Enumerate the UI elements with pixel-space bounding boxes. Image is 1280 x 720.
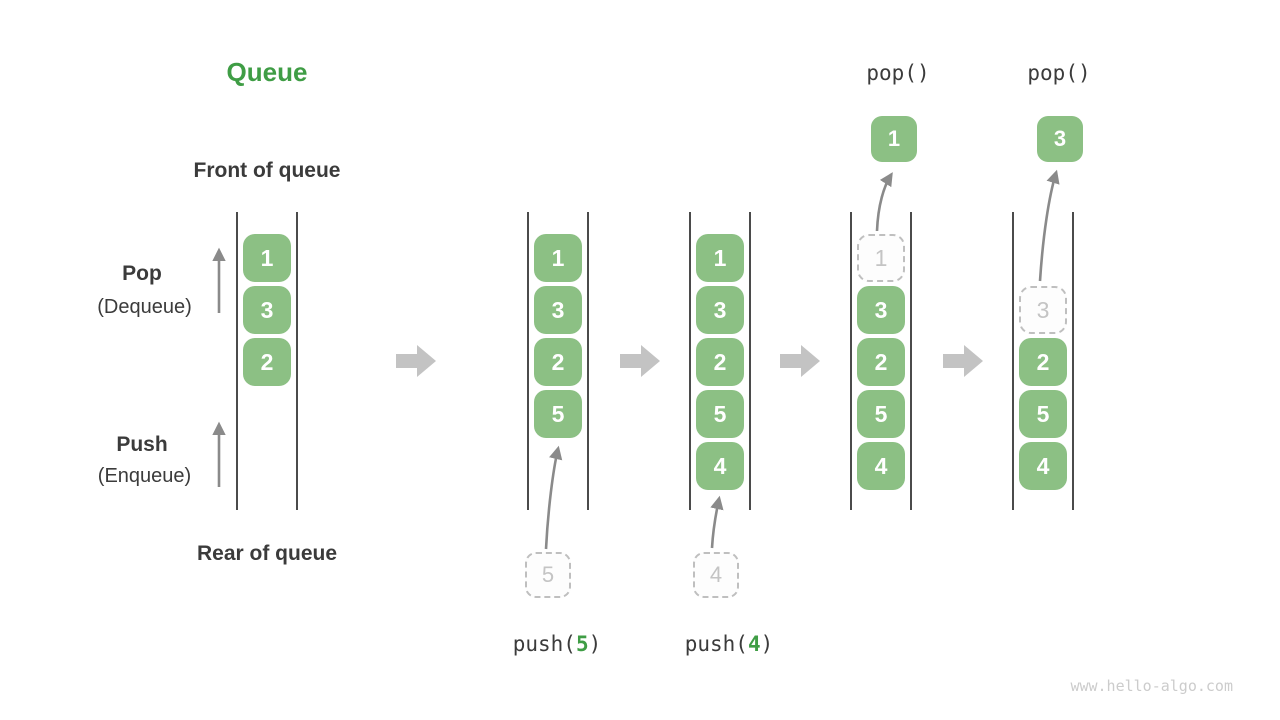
transition-arrow-icon <box>396 345 436 377</box>
pop-call-label-2: pop() <box>1027 61 1091 85</box>
enqueue-sublabel: (Enqueue) <box>97 465 192 487</box>
push-call-text: push( <box>512 632 576 656</box>
queue-cell: 3 <box>243 286 291 334</box>
queue-cell: 2 <box>1019 338 1067 386</box>
push-call-label-5: push(5) <box>487 632 627 656</box>
queue-cell: 5 <box>696 390 744 438</box>
queue-state-4: 1 3 2 5 4 <box>850 212 912 510</box>
staged-element-4: 4 <box>693 552 739 598</box>
queue-cell: 1 <box>696 234 744 282</box>
popped-element-3: 3 <box>1037 116 1083 162</box>
transition-arrow-icon <box>620 345 660 377</box>
queue-cell: 2 <box>534 338 582 386</box>
queue-cell: 2 <box>696 338 744 386</box>
queue-cell: 2 <box>243 338 291 386</box>
queue-cell-ghost: 1 <box>857 234 905 282</box>
queue-state-3: 1 3 2 5 4 <box>689 212 751 510</box>
queue-cell-ghost: 3 <box>1019 286 1067 334</box>
queue-cell: 2 <box>857 338 905 386</box>
queue-state-5: 3 2 5 4 <box>1012 212 1074 510</box>
push-call-text: push( <box>684 632 748 656</box>
push-label: Push <box>116 433 168 456</box>
push-call-text: ) <box>760 632 774 656</box>
queue-cell: 4 <box>696 442 744 490</box>
queue-cell: 3 <box>534 286 582 334</box>
push-call-label-4: push(4) <box>659 632 799 656</box>
queue-cell: 4 <box>857 442 905 490</box>
queue-cell: 1 <box>534 234 582 282</box>
transition-arrow-icon <box>780 345 820 377</box>
queue-cell: 5 <box>1019 390 1067 438</box>
queue-cell: 3 <box>696 286 744 334</box>
push-call-text: ) <box>588 632 602 656</box>
front-of-queue-label: Front of queue <box>193 159 341 182</box>
rear-of-queue-label: Rear of queue <box>196 542 338 565</box>
pop-label: Pop <box>122 262 162 285</box>
watermark: www.hello-algo.com <box>1070 677 1233 695</box>
pop-call-label-1: pop() <box>866 61 930 85</box>
queue-state-1: 1 3 2 <box>236 212 298 510</box>
queue-cell: 1 <box>243 234 291 282</box>
push-call-arg: 5 <box>575 632 589 656</box>
popped-element-1: 1 <box>871 116 917 162</box>
diagram-title: Queue <box>226 57 308 87</box>
queue-state-2: 1 3 2 5 <box>527 212 589 510</box>
dequeue-sublabel: (Dequeue) <box>97 296 192 318</box>
queue-cell: 5 <box>857 390 905 438</box>
queue-cell: 5 <box>534 390 582 438</box>
queue-cell: 4 <box>1019 442 1067 490</box>
staged-element-5: 5 <box>525 552 571 598</box>
push-call-arg: 4 <box>747 632 761 656</box>
queue-cell: 3 <box>857 286 905 334</box>
transition-arrow-icon <box>943 345 983 377</box>
